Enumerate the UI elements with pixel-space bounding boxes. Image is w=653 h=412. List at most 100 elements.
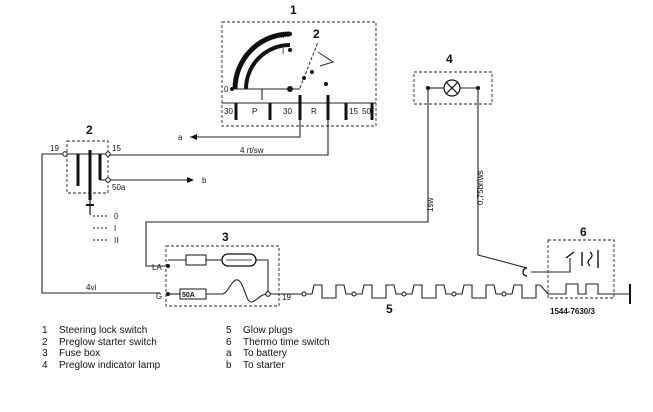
contact-dot-a	[302, 76, 306, 80]
wire-1sw	[145, 88, 429, 267]
t2-label-50a: 50a	[112, 183, 126, 192]
thermo-contact-wire	[531, 258, 571, 273]
switch-arc-outer	[232, 31, 291, 90]
preglow-starter-switch: 2 19 15 50a 0 I II	[50, 123, 126, 245]
contact-dot-b	[310, 70, 314, 74]
thermo-heater	[587, 251, 593, 267]
fuse-label-G: G	[156, 292, 162, 301]
legend-text: To starter	[243, 359, 285, 371]
t-label-30a: 30	[224, 107, 233, 116]
pos2-label-0: 0	[114, 212, 119, 221]
steering-lock-switch: 1 II I 0 2 30 P 30 R 15 50	[221, 3, 377, 127]
plug-node-2	[351, 291, 357, 297]
t-label-50: 50	[362, 107, 371, 116]
fuse-label-19: 19	[282, 293, 291, 302]
glow-plug-chain	[304, 284, 560, 299]
fuse-la-dot	[166, 264, 170, 268]
switch-1-box	[221, 21, 377, 127]
legend-key: 2	[42, 336, 48, 348]
t2-label-15: 15	[112, 144, 121, 153]
arrow-b	[187, 177, 194, 183]
legend-left: 1 Steering lock switch 2 Preglow starter s…	[42, 325, 160, 371]
heating-coil	[206, 279, 276, 303]
wire-4rtsw	[106, 120, 329, 156]
legend-item: 6 Thermo time switch	[226, 337, 330, 349]
label-2: 2	[86, 123, 93, 137]
fuse-label-LA: LA	[152, 263, 162, 272]
preglow-indicator-lamp: 4	[413, 52, 493, 105]
wire-075brws	[477, 88, 528, 269]
switch-2-box	[66, 140, 109, 194]
label-4: 4	[446, 52, 453, 66]
arrow-a	[190, 134, 197, 140]
legend-text: To battery	[243, 348, 287, 359]
label-6: 6	[580, 225, 587, 239]
t-label-P: P	[252, 107, 257, 116]
legend-text: Steering lock switch	[59, 325, 148, 336]
thermo-terminal	[522, 267, 528, 277]
label-1: 1	[290, 3, 297, 17]
pos-label-0: 0	[224, 85, 229, 94]
pos-dot-2	[288, 48, 292, 52]
legend-item: a To battery	[226, 348, 330, 360]
legend-text: Preglow starter switch	[59, 336, 157, 348]
t2-label-19: 19	[50, 144, 59, 153]
wire-label-4rtsw: 4 rt/sw	[240, 146, 264, 155]
legend-item: 1 Steering lock switch	[42, 325, 160, 337]
thermo-time-switch: 6 1544-7630/3	[522, 225, 631, 316]
fuse-box-outline	[165, 245, 280, 307]
legend-right: 5 Glow plugs 6 Thermo time switch a To batt…	[226, 325, 330, 371]
legend-text: Glow plugs	[243, 325, 293, 336]
legend-item: b To starter	[226, 360, 330, 372]
wire-4vi	[41, 153, 160, 294]
legend-key: 5	[226, 325, 232, 336]
lamp-cross-2	[445, 81, 459, 95]
plug-node-1	[301, 291, 307, 297]
wire-label-1sw: 1sw	[426, 198, 435, 212]
legend-key: 6	[226, 336, 232, 348]
pos-label-II: II	[280, 31, 284, 40]
fuse-node	[265, 291, 271, 297]
label-3: 3	[222, 230, 229, 244]
glow-plugs: 5	[276, 284, 560, 316]
legend-item: 4 Preglow indicator lamp	[42, 360, 160, 372]
legend-key: 4	[42, 359, 48, 371]
legend-text: Preglow indicator lamp	[59, 359, 161, 371]
pos2-label-II: II	[114, 236, 118, 245]
legend-item: 3 Fuse box	[42, 348, 160, 360]
t-label-R: R	[311, 107, 317, 116]
plug-node-3	[401, 291, 407, 297]
fuse-box: 3 LA G 50A 19	[152, 230, 291, 307]
t-label-30b: 30	[283, 107, 292, 116]
terminal-15-dot	[105, 151, 111, 157]
t-label-15: 15	[349, 107, 358, 116]
pos-label-I: I	[282, 47, 284, 56]
part-number: 1544-7630/3	[550, 307, 595, 316]
pos2-label-I: I	[114, 224, 116, 233]
legend-key: 1	[42, 325, 48, 336]
arrow-b-label: b	[202, 176, 207, 185]
pointer-arrow	[317, 51, 335, 67]
legend-key: a	[226, 348, 232, 359]
pos-dot-1	[288, 32, 292, 36]
sensor-return	[256, 259, 269, 294]
legend-text: Thermo time switch	[243, 336, 330, 348]
legend-item: 2 Preglow starter switch	[42, 337, 160, 349]
wire-to-battery	[190, 120, 301, 138]
legend-item: 5 Glow plugs	[226, 325, 330, 337]
resistor	[185, 254, 207, 266]
label-2-inner: 2	[313, 27, 320, 41]
thermo-contact	[565, 251, 575, 259]
legend-key: 3	[42, 348, 48, 359]
legend-key: b	[226, 359, 232, 371]
preglow-pointer	[299, 41, 319, 89]
contact-dot-c	[324, 82, 328, 86]
pos-dot-0	[230, 87, 234, 91]
legend-text: Fuse box	[59, 348, 101, 359]
terminal-50a-dot	[105, 177, 111, 183]
plug-node-4	[451, 291, 457, 297]
thermo-box	[547, 239, 615, 299]
fuse-50a-label: 50A	[182, 292, 195, 299]
wire-label-075: 0,75br/ws	[476, 170, 485, 205]
